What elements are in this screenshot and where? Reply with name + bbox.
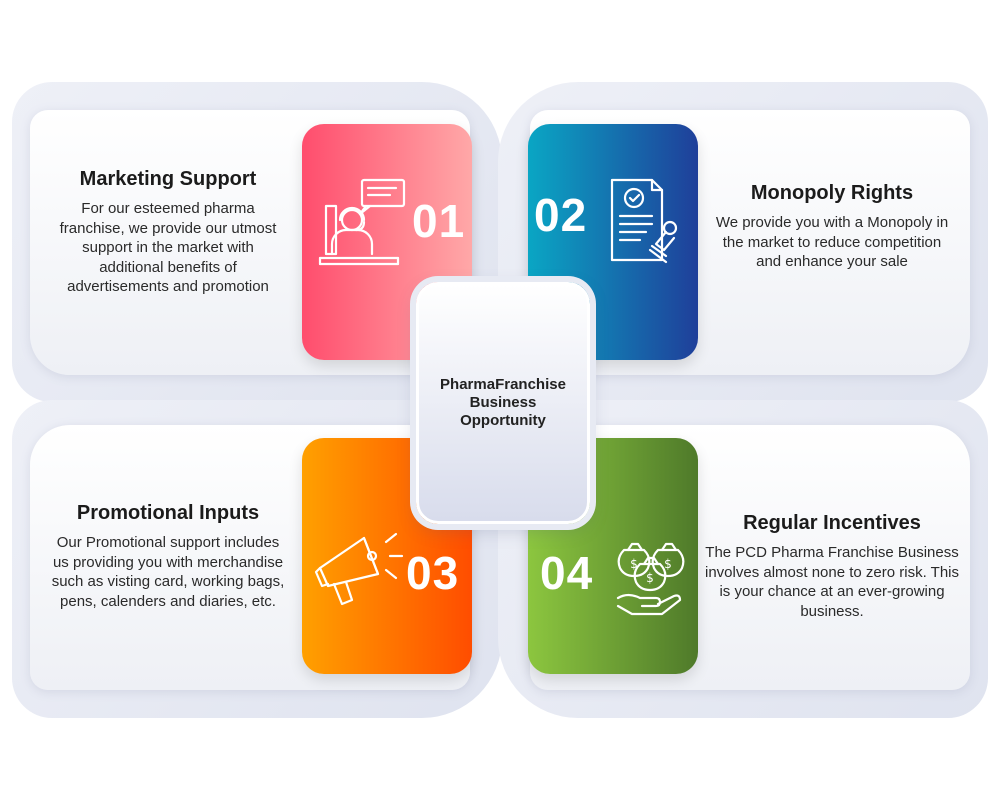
description-regular-incentives: The PCD Pharma Franchise Business involv… <box>705 544 959 620</box>
svg-text:$: $ <box>664 557 672 571</box>
center-card: PharmaFranchise Business Opportunity <box>416 282 590 524</box>
svg-text:$: $ <box>630 557 638 571</box>
title-regular-incentives: Regular Incentives <box>743 512 921 534</box>
approved-document-stamp-icon <box>610 178 678 264</box>
support-agent-icon <box>318 178 406 266</box>
text-monopoly-rights: Monopoly Rights We provide you with a Mo… <box>712 182 952 272</box>
text-regular-incentives: Regular Incentives The PCD Pharma Franch… <box>704 512 960 621</box>
center-title: PharmaFranchise Business Opportunity <box>440 376 566 429</box>
title-marketing-support: Marketing Support <box>79 168 257 190</box>
description-monopoly-rights: We provide you with a Monopoly in the ma… <box>715 214 949 270</box>
title-monopoly-rights: Monopoly Rights <box>750 182 914 204</box>
description-promotional-inputs: Our Promotional support includes us prov… <box>51 534 285 610</box>
description-marketing-support: For our esteemed pharma franchise, we pr… <box>59 200 277 295</box>
svg-text:$: $ <box>646 571 654 585</box>
tile-number-01: 01 <box>412 195 466 247</box>
money-bags-hand-icon: $ $ $ <box>616 542 685 616</box>
text-promotional-inputs: Promotional Inputs Our Promotional suppo… <box>48 502 288 611</box>
text-marketing-support: Marketing Support For our esteemed pharm… <box>48 168 288 297</box>
tile-number-04: 04 <box>540 547 594 599</box>
megaphone-icon <box>314 532 404 606</box>
tile-number-02: 02 <box>534 189 588 241</box>
tile-number-03: 03 <box>406 547 460 599</box>
title-promotional-inputs: Promotional Inputs <box>76 502 260 524</box>
